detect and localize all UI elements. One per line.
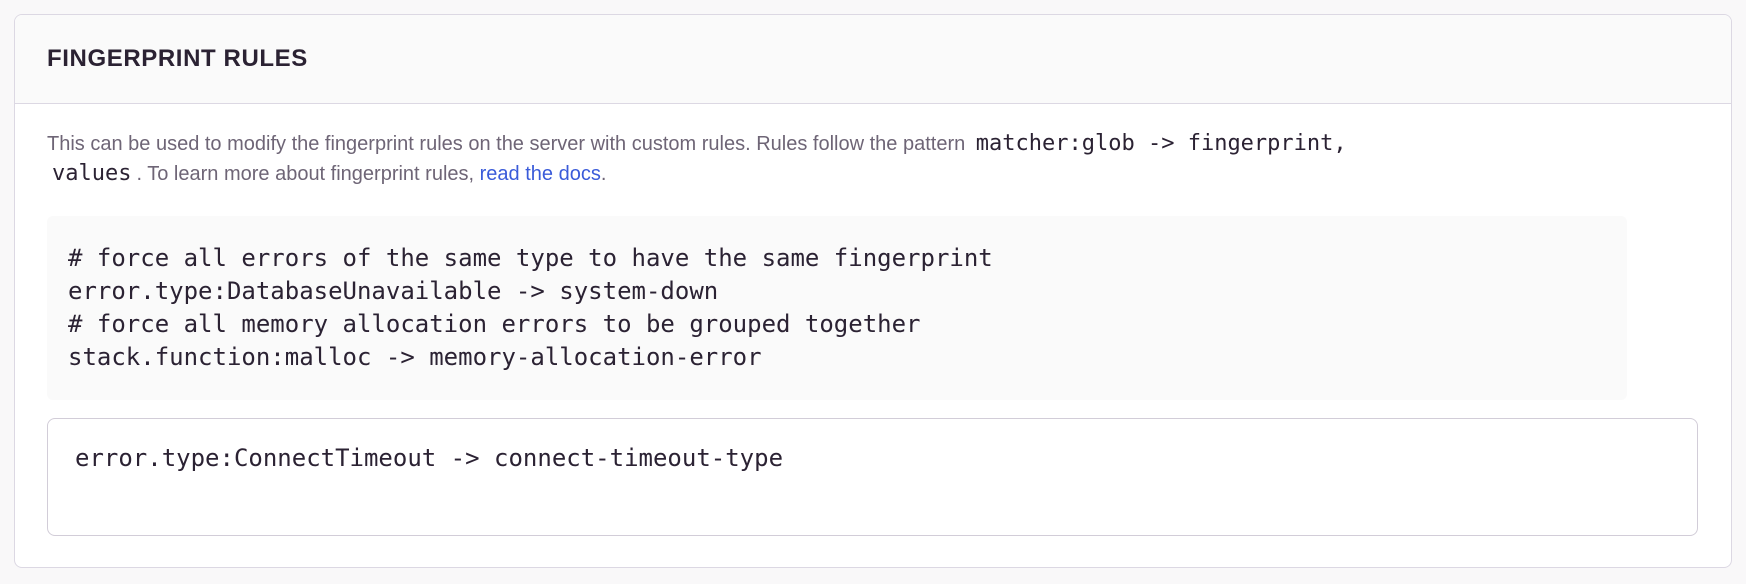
read-the-docs-link[interactable]: read the docs [479, 163, 601, 185]
fingerprint-rules-panel: FINGERPRINT RULES This can be used to mo… [14, 14, 1732, 568]
description-segment: . [600, 163, 607, 185]
inline-code: matcher:glob -> fingerprint, [975, 131, 1347, 156]
fingerprint-rules-input[interactable]: error.type:ConnectTimeout -> connect-tim… [47, 418, 1698, 536]
code-line: stack.function:malloc -> memory-allocati… [68, 343, 762, 371]
example-code-block: # force all errors of the same type to h… [47, 216, 1627, 400]
panel-header: FINGERPRINT RULES [15, 15, 1731, 104]
code-line: # force all errors of the same type to h… [68, 244, 993, 272]
description-text: This can be used to modify the fingerpri… [47, 129, 1698, 189]
panel-title: FINGERPRINT RULES [47, 45, 308, 72]
panel-body: This can be used to modify the fingerpri… [15, 104, 1731, 567]
code-line: error.type:DatabaseUnavailable -> system… [68, 277, 719, 305]
description-segment: This can be used to modify the fingerpri… [47, 133, 971, 155]
description-segment: . To learn more about fingerprint rules, [136, 163, 480, 185]
code-line: # force all memory allocation errors to … [68, 310, 921, 338]
inline-code: values [52, 161, 132, 186]
